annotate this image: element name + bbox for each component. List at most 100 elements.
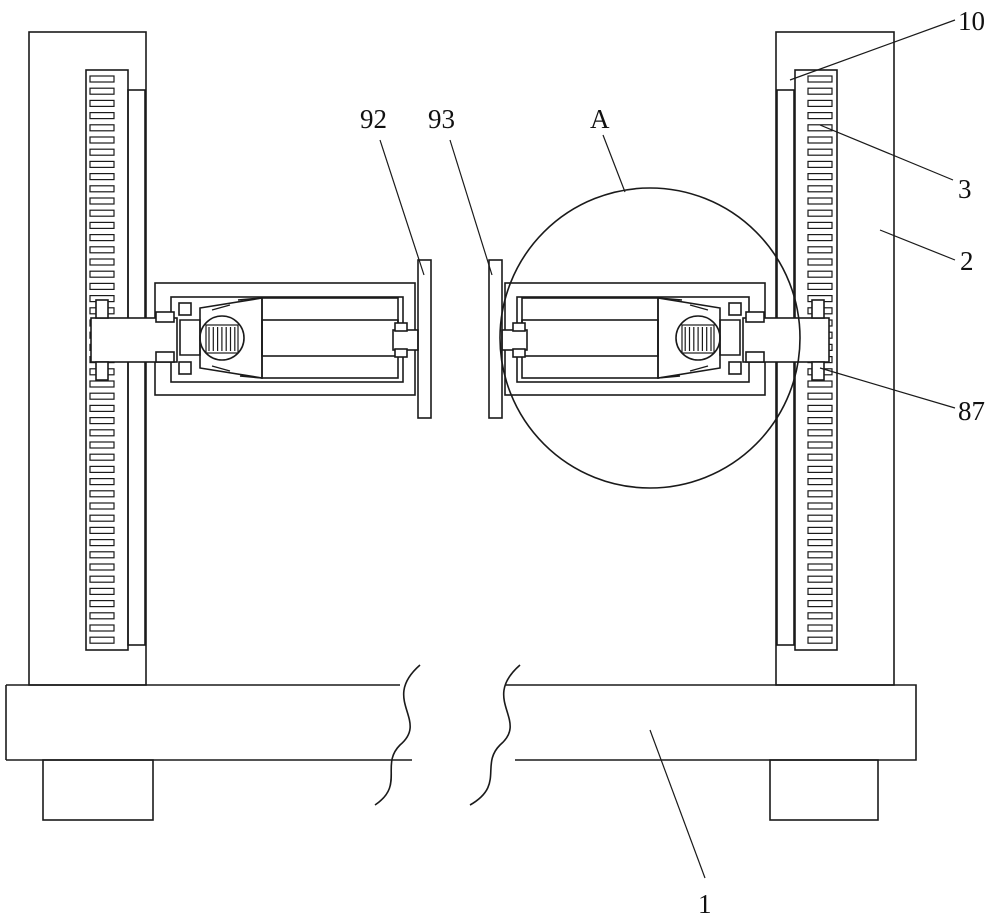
rack-tooth [808,381,832,387]
rack-tooth [808,564,832,570]
rack-tooth [90,247,114,253]
rack-tooth [90,186,114,192]
rack-tooth [90,613,114,619]
rack-tooth [808,625,832,631]
leader-lines [380,20,955,878]
rack-tooth [808,210,832,216]
rack-tooth [808,235,832,241]
label-a: A [590,104,610,134]
break-line-left [375,665,420,805]
rack-tooth [808,637,832,643]
rack-tooth [808,613,832,619]
rack-tooth [808,405,832,411]
rack-tooth [90,466,114,472]
rack-tooth [90,198,114,204]
rack-tooth [90,405,114,411]
base-foot-left [43,760,153,820]
rack-tooth [808,174,832,180]
rack-tooth [90,552,114,558]
rack-tooth [808,186,832,192]
label-87: 87 [958,396,985,426]
rack-tooth [90,210,114,216]
rack-tooth [808,161,832,167]
rack-tooth [90,491,114,497]
label-10: 10 [958,6,985,36]
rack-tooth [90,222,114,228]
rack-tooth [808,418,832,424]
rack-tooth [808,198,832,204]
label-93: 93 [428,104,455,134]
rack-tooth [90,503,114,509]
right-guide-strip [777,90,794,645]
rack-tooth [808,222,832,228]
rack-tooth [808,491,832,497]
rack-tooth [808,552,832,558]
rack-tooth [808,88,832,94]
left-pad-92 [418,260,431,418]
rack-tooth [808,259,832,265]
rack-tooth [808,149,832,155]
rack-tooth [90,418,114,424]
rack-tooth [90,527,114,533]
rack-tooth [808,137,832,143]
rack-tooth [808,527,832,533]
rack-tooth [90,113,114,119]
rack-tooth [90,564,114,570]
rack-tooth [90,601,114,607]
rack-tooth [808,576,832,582]
rack-tooth [808,515,832,521]
rack-tooth [90,637,114,643]
rack-tooth [808,247,832,253]
rack-tooth [90,479,114,485]
rack-tooth [90,149,114,155]
rack-tooth [90,515,114,521]
label-92: 92 [360,104,387,134]
rack-tooth [90,88,114,94]
rack-tooth [90,381,114,387]
rack-tooth [90,393,114,399]
rack-tooth [90,588,114,594]
rack-tooth [808,601,832,607]
rack-tooth [90,100,114,106]
rack-tooth [808,540,832,546]
rack-tooth [90,283,114,289]
rack-tooth [90,430,114,436]
base-plate [6,665,916,805]
rack-tooth [808,271,832,277]
rack-tooth [808,283,832,289]
label-3: 3 [958,174,972,204]
label-1: 1 [698,889,712,919]
left-carriage [91,260,431,418]
rack-tooth [808,113,832,119]
rack-tooth [808,588,832,594]
rack-tooth [808,76,832,82]
rack-tooth [90,161,114,167]
rack-tooth [90,576,114,582]
rack-tooth [90,271,114,277]
rack-tooth [808,442,832,448]
rack-tooth [90,76,114,82]
rack-tooth [808,466,832,472]
rack-tooth [808,503,832,509]
rack-tooth [808,454,832,460]
rack-tooth [90,137,114,143]
break-line-right [470,665,520,805]
rack-tooth [90,454,114,460]
base-foot-right [770,760,878,820]
rack-tooth [808,479,832,485]
right-carriage [489,260,829,418]
rack-tooth [90,259,114,265]
rack-tooth [808,100,832,106]
rack-tooth [808,393,832,399]
rack-tooth [90,235,114,241]
rack-tooth [90,540,114,546]
rack-tooth [808,430,832,436]
rack-tooth [90,442,114,448]
rack-tooth [808,125,832,131]
left-guide-strip [128,90,145,645]
rack-tooth [90,625,114,631]
rack-tooth [90,174,114,180]
rack-tooth [90,125,114,131]
